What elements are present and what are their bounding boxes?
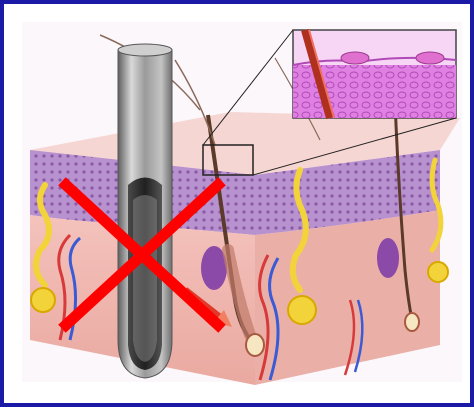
hair-bulb-2: [405, 313, 419, 331]
magnified-inset: [293, 30, 456, 118]
sebaceous-gland-2: [377, 238, 399, 278]
hair-bulb: [246, 334, 264, 356]
needle-probe: [118, 44, 172, 378]
